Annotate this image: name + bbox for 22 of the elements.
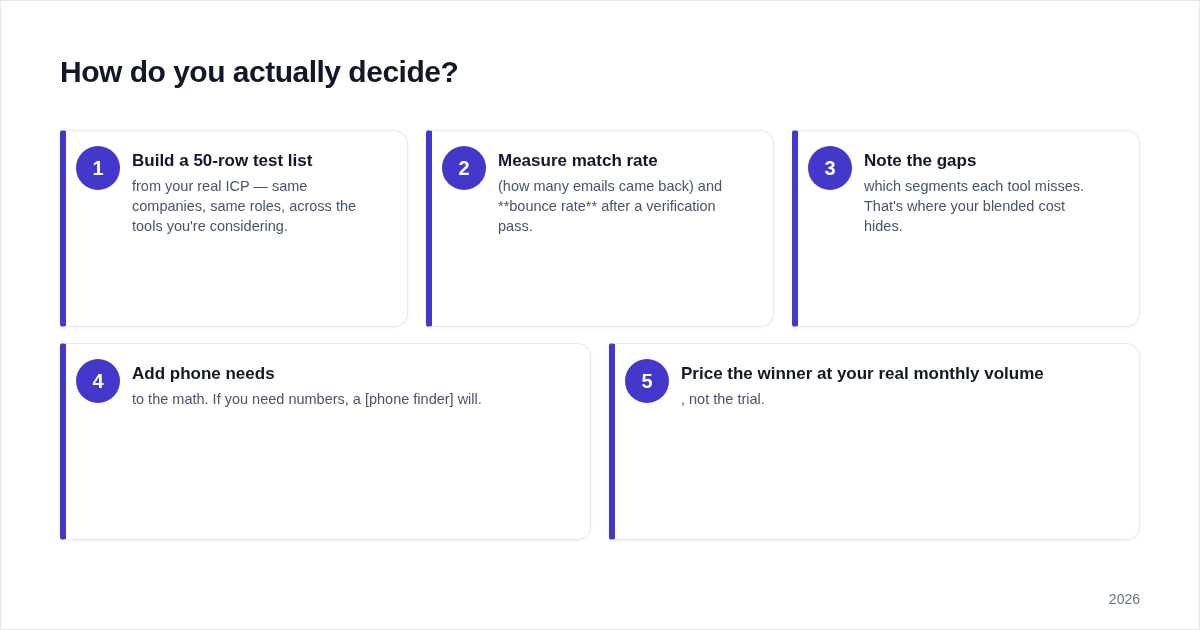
step-heading: Add phone needs: [132, 364, 275, 384]
title: How do you actually decide?: [60, 55, 459, 89]
step-heading: Build a 50-row test list: [132, 151, 313, 171]
step-number-circle: 1: [76, 146, 120, 190]
step-description: which segments each tool misses. That's where your blended cost hides.: [864, 177, 1085, 236]
step-card: [792, 130, 1140, 327]
step-description: , not the trial.: [681, 390, 766, 409]
step-heading: Price the winner at your real monthly volume: [681, 364, 1044, 384]
step-number-circle: 4: [76, 359, 120, 403]
step-heading: Measure match rate: [498, 151, 658, 171]
step-number-circle: 3: [808, 146, 852, 190]
step-description: (how many emails came back) and **bounce rate** after a verification pass.: [498, 177, 723, 236]
year-label: 2026: [1108, 591, 1140, 607]
step-number-circle: 5: [625, 359, 669, 403]
step-card: [60, 130, 408, 327]
step-description: from your real ICP — same companies, same roles, across the tools you're considering.: [132, 177, 357, 236]
step-card: [609, 343, 1140, 540]
step-card: [60, 343, 591, 540]
step-number-circle: 2: [442, 146, 486, 190]
step-description: to the math. If you need numbers, a [phone finder] will.: [132, 390, 482, 409]
step-heading: Note the gaps: [864, 151, 977, 171]
step-card: [426, 130, 774, 327]
